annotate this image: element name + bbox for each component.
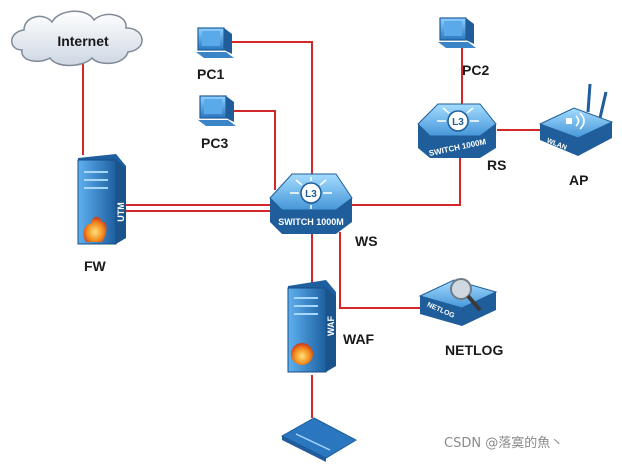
server-icon bbox=[280, 417, 358, 462]
pc2-computer-icon bbox=[438, 17, 476, 48]
pc1-computer-icon bbox=[196, 27, 234, 58]
ap-label: AP bbox=[569, 172, 589, 188]
rs-l3-switch-icon bbox=[417, 103, 497, 158]
link-pc1-ws bbox=[230, 41, 313, 180]
cloud-icon bbox=[11, 10, 143, 67]
netlog-icon bbox=[418, 278, 498, 326]
netlog-label: NETLOG bbox=[445, 342, 504, 358]
watermark-text: CSDN @落寞的魚丶 bbox=[444, 436, 564, 451]
pc1-label: PC1 bbox=[197, 66, 225, 82]
internet-label: Internet bbox=[57, 33, 109, 49]
firewall-icon bbox=[77, 154, 126, 245]
wireless-ap-icon bbox=[538, 83, 614, 156]
ws-label: WS bbox=[355, 233, 378, 249]
ws-device-text: SWITCH 1000M bbox=[278, 217, 344, 227]
link-ws-netlog bbox=[339, 232, 425, 309]
waf-icon bbox=[287, 280, 336, 373]
rs-label: RS bbox=[487, 157, 507, 173]
pc2-label: PC2 bbox=[462, 62, 490, 78]
link-ws-rs bbox=[350, 155, 461, 206]
rs-badge: L3 bbox=[452, 117, 464, 128]
pc3-label: PC3 bbox=[201, 135, 229, 151]
fw-device-text: UTM bbox=[116, 202, 126, 222]
pc3-computer-icon bbox=[198, 95, 236, 126]
ws-l3-switch-icon bbox=[269, 173, 353, 234]
fw-label: FW bbox=[84, 258, 106, 274]
waf-label: WAF bbox=[343, 331, 375, 347]
waf-device-text: WAF bbox=[326, 316, 336, 336]
links bbox=[82, 41, 545, 418]
link-pc3-ws bbox=[232, 110, 276, 190]
ws-badge: L3 bbox=[305, 189, 317, 200]
